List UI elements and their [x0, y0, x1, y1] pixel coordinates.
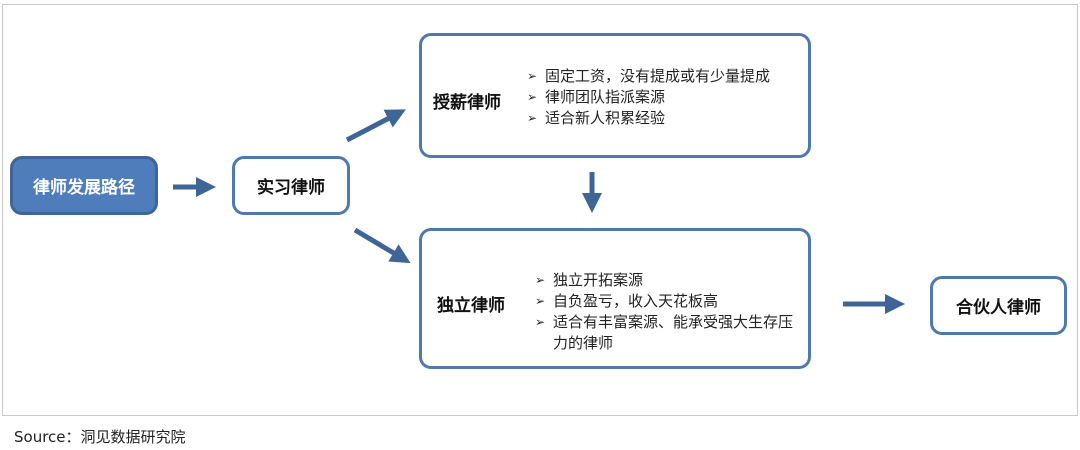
arrow-intern-salaried — [345, 109, 406, 143]
arrow-bullet-icon: ➢ — [527, 111, 538, 125]
independent-title: 独立律师 — [437, 296, 505, 316]
arrow-bullet-icon: ➢ — [535, 315, 546, 329]
arrow-intern-independent — [353, 227, 411, 264]
independent-bullets: ➢独立开拓案源 ➢自负盈亏，收入天花板高 ➢适合有丰富案源、能承受强大生存压力的… — [535, 270, 795, 354]
bullet-item: ➢独立开拓案源 — [535, 271, 644, 289]
bullet-item: ➢适合新人积累经验 — [527, 109, 666, 127]
diagram-frame — [2, 4, 1078, 416]
arrow-bullet-icon: ➢ — [527, 90, 538, 104]
bullet-item: ➢律师团队指派案源 — [527, 88, 666, 106]
bullet-item: ➢固定工资，没有提成或有少量提成 — [527, 67, 771, 85]
bullet-item: ➢自负盈亏，收入天花板高 — [535, 292, 719, 310]
source-note: Source：洞见数据研究院 — [14, 428, 186, 446]
partner-box: 合伙人律师 — [930, 276, 1067, 335]
independent-box — [419, 228, 811, 369]
salaried-title: 授薪律师 — [433, 93, 501, 113]
arrow-bullet-icon: ➢ — [527, 69, 538, 83]
root-box: 律师发展路径 — [10, 156, 158, 215]
bullet-item: ➢适合有丰富案源、能承受强大生存压力的律师 — [535, 313, 794, 352]
salaried-bullets: ➢固定工资，没有提成或有少量提成 ➢律师团队指派案源 ➢适合新人积累经验 — [527, 66, 770, 129]
intern-box: 实习律师 — [232, 156, 350, 215]
arrow-bullet-icon: ➢ — [535, 294, 546, 308]
arrow-bullet-icon: ➢ — [535, 273, 546, 287]
salaried-box — [419, 33, 811, 158]
